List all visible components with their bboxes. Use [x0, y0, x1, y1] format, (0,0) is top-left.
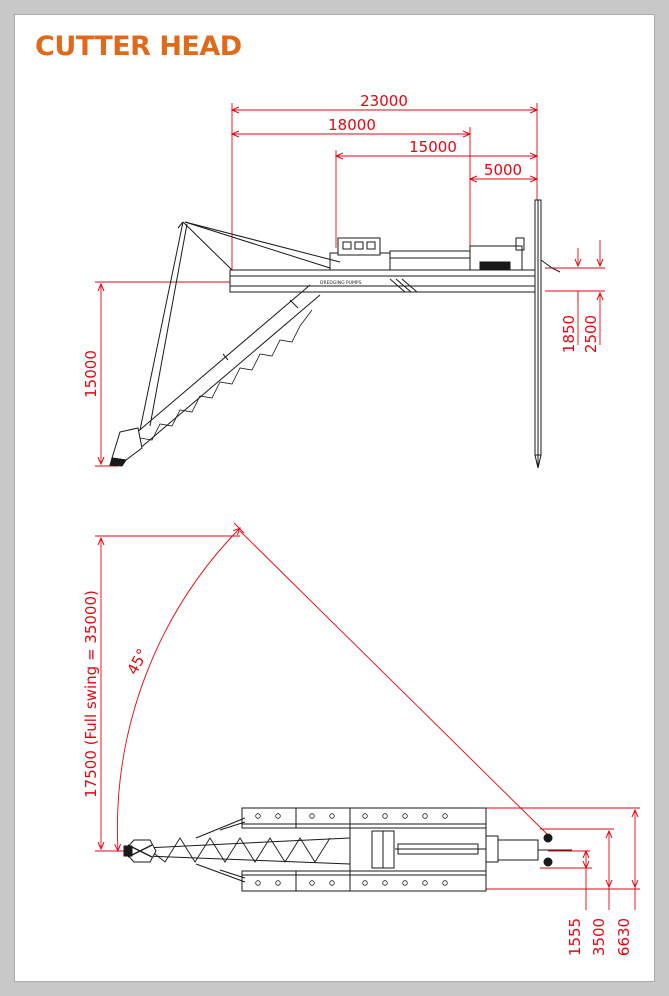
dim-text: 15000: [409, 138, 457, 156]
dredger-top-outline: [123, 807, 572, 892]
dim-text: 1555: [566, 918, 584, 956]
side-view-dimension-lines: [95, 103, 605, 467]
swing-dimension-label: 17500 (Full swing = 35000): [82, 590, 100, 798]
dredger-side-outline: [109, 199, 561, 469]
dim-text: 3500: [590, 918, 608, 956]
swing-angle-label: 45°: [123, 646, 151, 678]
side-view: DREDGING PUMPS 23000 18000 15000 5000 15…: [82, 92, 605, 469]
dim-text: 5000: [484, 161, 522, 179]
dim-text: 18000: [328, 116, 376, 134]
dim-text: 15000: [82, 350, 100, 398]
dim-text: 2500: [582, 315, 600, 353]
hull-label: DREDGING PUMPS: [320, 280, 362, 286]
dim-text: 6630: [615, 918, 633, 956]
dim-text: 1850: [560, 315, 578, 353]
top-view: 17500 (Full swing = 35000) 45° 1555 3500…: [82, 522, 640, 956]
dim-text: 23000: [360, 92, 408, 110]
top-view-dimension-lines: [95, 522, 640, 910]
page-title: CUTTER HEAD: [35, 31, 242, 62]
